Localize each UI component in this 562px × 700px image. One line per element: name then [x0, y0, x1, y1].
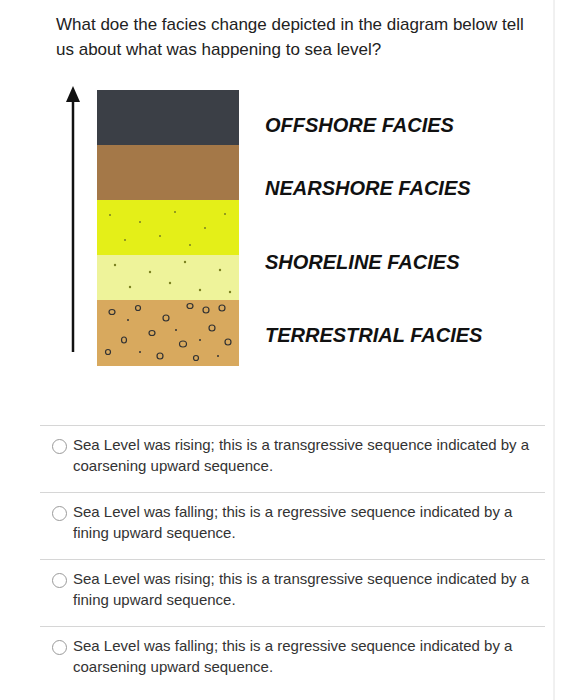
facies-label: SHORELINE FACIES [265, 251, 459, 274]
facies-band: OFFSHORE FACIES [97, 90, 547, 145]
answer-option: Sea Level was falling; this is a regress… [40, 492, 545, 543]
question-text: What doe the facies change depicted in t… [56, 12, 526, 62]
radio-button [52, 573, 67, 588]
option-text: Sea Level was rising; this is a transgre… [73, 560, 539, 610]
nearshore-band [97, 145, 239, 200]
answer-option: Sea Level was rising; this is a transgre… [40, 425, 545, 476]
pebbles [106, 304, 232, 361]
sand-dots [109, 211, 231, 293]
option-text: Sea Level was falling; this is a regress… [73, 627, 539, 677]
page-frame [554, 0, 555, 700]
facies-band: NEARSHORE FACIES [97, 145, 547, 200]
facies-label: OFFSHORE FACIES [265, 114, 454, 137]
shoreline-band [97, 200, 239, 255]
upward-arrow [72, 100, 75, 352]
answer-option: Sea Level was rising; this is a transgre… [40, 559, 545, 610]
option-text: Sea Level was rising; this is a transgre… [73, 426, 539, 476]
offshore-band [97, 90, 239, 145]
radio-button [52, 640, 67, 655]
radio-button [52, 506, 67, 521]
sand-dots [127, 319, 219, 357]
facies-band: SHORELINE FACIES [97, 200, 547, 300]
answer-option: Sea Level was falling; this is a regress… [40, 626, 545, 677]
shoreline-band [97, 255, 239, 300]
terrestrial-band [97, 300, 239, 366]
arrow-head [66, 86, 80, 102]
option-text: Sea Level was falling; this is a regress… [73, 493, 539, 543]
facies-label: TERRESTRIAL FACIES [265, 324, 482, 347]
radio-button [52, 439, 67, 454]
facies-band: TERRESTRIAL FACIES [97, 300, 547, 366]
facies-label: NEARSHORE FACIES [265, 177, 471, 200]
